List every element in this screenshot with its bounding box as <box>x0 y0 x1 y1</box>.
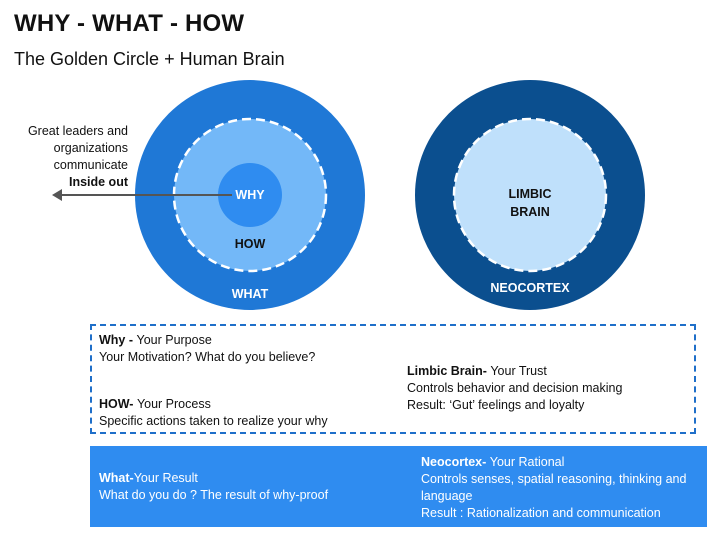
page-subtitle: The Golden Circle + Human Brain <box>14 49 285 69</box>
leaders-note-line2: organizations <box>53 141 128 155</box>
what-description-rest: Your Result <box>133 471 198 485</box>
neocortex-description-line3: language <box>421 489 473 503</box>
leaders-note-line4: Inside out <box>68 175 128 189</box>
limbic-description: Limbic Brain- Your Trust <box>407 363 547 380</box>
what-label: WHAT <box>232 287 269 301</box>
how-label: HOW <box>235 237 266 251</box>
arrow-head-icon <box>52 189 62 201</box>
why-circle <box>218 163 282 227</box>
neocortex-description-rest: Your Rational <box>489 455 565 469</box>
leaders-note-line1: Great leaders and <box>27 124 128 138</box>
how-description-title: HOW- <box>99 397 137 411</box>
how-description: HOW- Your Process <box>99 396 211 413</box>
neocortex-description-line2: Controls senses, spatial reasoning, thin… <box>421 472 687 486</box>
what-description: What-Your Result <box>99 470 198 487</box>
neocortex-description-title: Neocortex- <box>421 455 490 469</box>
why-description-rest: Your Purpose <box>136 333 212 347</box>
limbic-circle <box>452 117 608 273</box>
limbic-description-line3: Result: ‘Gut’ feelings and loyalty <box>407 398 585 412</box>
description-dashed-panel <box>90 324 696 434</box>
what-description-line2: What do you do ? The result of why-proof <box>99 488 329 502</box>
why-description-line2: Your Motivation? What do you believe? <box>99 350 316 364</box>
leaders-note: Great leaders and organizations communic… <box>28 123 128 191</box>
description-blue-panel <box>90 446 707 527</box>
limbic-label-line1: LIMBIC <box>508 187 551 201</box>
limbic-description-title: Limbic Brain- <box>407 364 491 378</box>
limbic-description-rest: Your Trust <box>490 364 547 378</box>
limbic-label-line2: BRAIN <box>510 205 550 219</box>
neocortex-label: NEOCORTEX <box>490 281 570 295</box>
what-description-title: What- <box>99 471 134 485</box>
how-description-line2: Specific actions taken to realize your w… <box>99 414 328 428</box>
why-description-title: Why - <box>99 333 137 347</box>
why-description: Why - Your Purpose <box>99 332 212 349</box>
neocortex-description: Neocortex- Your Rational <box>421 454 564 471</box>
how-description-rest: Your Process <box>136 397 211 411</box>
limbic-description-line2: Controls behavior and decision making <box>407 381 623 395</box>
leaders-note-line3: communicate <box>53 158 128 172</box>
page-title: WHY - WHAT - HOW <box>14 10 245 37</box>
neocortex-description-line4: Result : Rationalization and communicati… <box>421 506 661 520</box>
why-label: WHY <box>235 188 265 202</box>
